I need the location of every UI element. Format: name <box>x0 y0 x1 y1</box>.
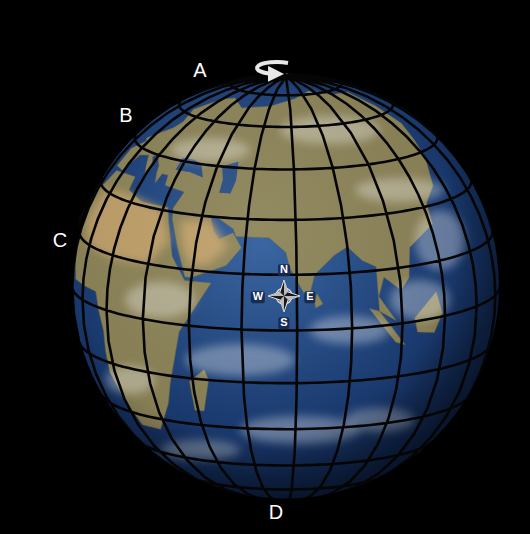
compass-letter: E <box>304 291 315 303</box>
compass-star-light <box>268 280 300 312</box>
latitude-marker: A <box>191 60 208 81</box>
compass-star <box>268 280 300 312</box>
latitude-marker: B <box>117 105 134 126</box>
ocean-sphere <box>72 72 500 500</box>
rotation-arrow <box>257 62 288 74</box>
compass-rose <box>268 280 300 312</box>
latitude-marker: D <box>267 502 285 523</box>
sphere-shading <box>72 72 500 500</box>
latitude-marker: C <box>51 230 69 251</box>
globe-rim <box>72 72 500 500</box>
graticule-lines <box>72 72 500 500</box>
compass-letter: W <box>251 291 265 303</box>
compass-letter: S <box>278 317 289 329</box>
compass-letter: N <box>278 264 290 276</box>
